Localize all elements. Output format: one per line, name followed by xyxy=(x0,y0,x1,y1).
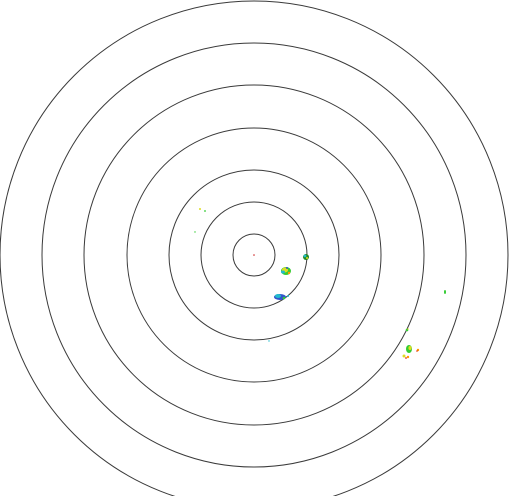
echo-cluster-3 xyxy=(274,294,289,300)
range-ring-5 xyxy=(83,84,425,426)
center-dot xyxy=(253,254,255,256)
range-ring-4 xyxy=(126,127,382,383)
echo-cluster-2 xyxy=(303,254,309,260)
echo-cluster-6 xyxy=(444,290,446,294)
echo-cluster-1 xyxy=(281,267,291,275)
echo-cluster-5 xyxy=(402,328,420,359)
range-ring-3 xyxy=(168,169,340,341)
range-ring-6 xyxy=(41,42,467,468)
range-ring-1 xyxy=(232,233,276,277)
echo-cluster-4 xyxy=(194,208,270,342)
echo-returns xyxy=(194,208,446,359)
